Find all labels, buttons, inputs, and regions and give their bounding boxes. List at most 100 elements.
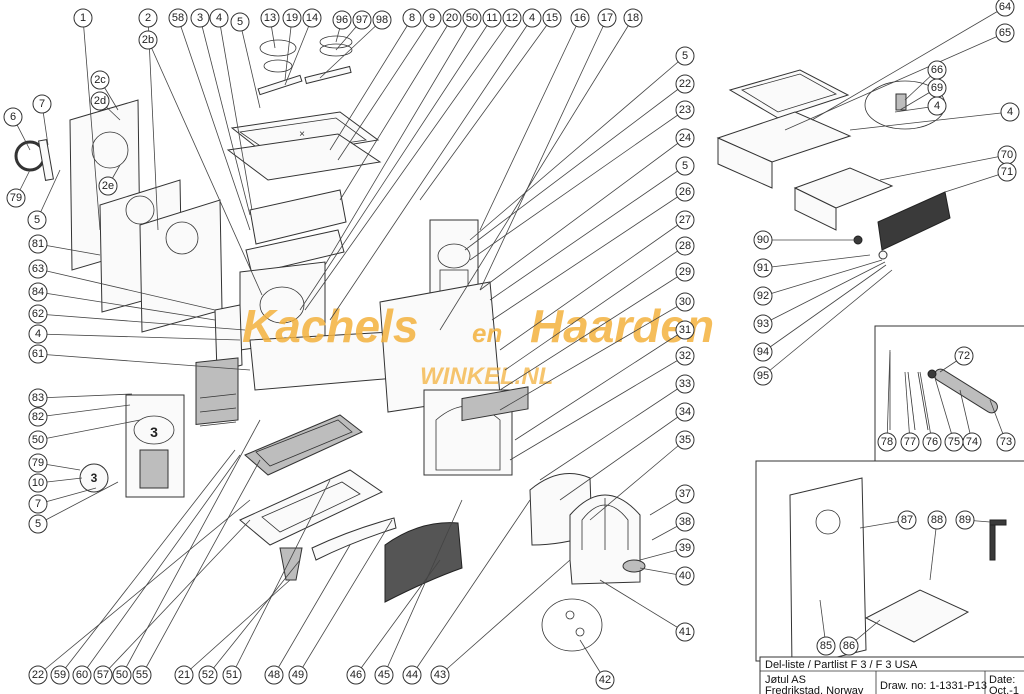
callout-label: 86 xyxy=(843,640,855,652)
leader-line xyxy=(383,499,463,676)
door-badge: 3 xyxy=(150,424,158,440)
callout-5: 5 xyxy=(230,12,250,32)
leader-line xyxy=(929,519,938,581)
callout-81: 81 xyxy=(28,234,48,254)
leader-line xyxy=(102,519,251,676)
callout-12: 12 xyxy=(502,8,522,28)
callout-18: 18 xyxy=(623,8,643,28)
callout-label: 76 xyxy=(926,436,938,448)
callout-label: 71 xyxy=(1001,166,1013,178)
callout-2e: 2e xyxy=(98,176,118,196)
callout-28: 28 xyxy=(675,236,695,256)
callout-4: 4 xyxy=(28,324,48,344)
callout-30: 30 xyxy=(675,292,695,312)
top-plate-base xyxy=(226,133,382,181)
callout-label: 11 xyxy=(486,12,497,24)
callout-label: 82 xyxy=(32,411,44,423)
leader-line xyxy=(499,301,686,411)
callout-32: 32 xyxy=(675,346,695,366)
leader-line xyxy=(59,449,236,676)
callout-22: 22 xyxy=(28,665,48,685)
watermark-sub: WINKEL.NL xyxy=(420,363,553,390)
leader-line xyxy=(355,559,441,676)
callout-4: 4 xyxy=(209,8,229,28)
watermark-mid: en xyxy=(472,318,502,348)
callout-label: 22 xyxy=(679,78,691,90)
callout-label: 14 xyxy=(306,12,318,24)
callout-label: 4 xyxy=(1007,106,1013,118)
callout-label: 7 xyxy=(35,498,41,510)
callout-label: 27 xyxy=(679,214,691,226)
callout-label: 77 xyxy=(904,436,916,448)
leader-line xyxy=(762,264,887,353)
callout-78: 78 xyxy=(877,432,897,452)
watermark: Kachels en Haarden WINKEL.NL xyxy=(242,300,714,390)
callout-label: 69 xyxy=(931,82,943,94)
svg-text:×: × xyxy=(299,129,305,140)
leader-line xyxy=(37,313,246,331)
callout-45: 45 xyxy=(374,665,394,685)
leader-line xyxy=(589,439,686,521)
callout-70: 70 xyxy=(997,145,1017,165)
flue-collar xyxy=(319,35,353,57)
title-block: Del-liste / Partlist F 3 / F 3 USA Jøtul… xyxy=(759,656,1024,694)
leader-lines xyxy=(12,6,1011,681)
callout-label: 57 xyxy=(97,669,109,681)
leader-line xyxy=(762,261,886,325)
leader-line xyxy=(207,559,301,676)
leader-line xyxy=(37,481,119,525)
leader-line xyxy=(231,479,331,676)
leader-line xyxy=(411,499,531,676)
company-name: Jøtul AS xyxy=(765,674,806,686)
callout-2c: 2c xyxy=(90,70,110,90)
leader-line xyxy=(762,269,893,377)
callout-58: 58 xyxy=(168,8,188,28)
callout-39: 39 xyxy=(675,538,695,558)
log-retainer xyxy=(461,386,529,422)
callout-85: 85 xyxy=(816,636,836,656)
leader-line xyxy=(419,17,553,201)
callout-label: 43 xyxy=(434,669,446,681)
leader-line xyxy=(499,271,686,391)
callout-57: 57 xyxy=(93,665,113,685)
callout-93: 93 xyxy=(753,314,773,334)
callout-55: 55 xyxy=(132,665,152,685)
callout-label: 39 xyxy=(679,542,691,554)
handle-rod xyxy=(38,139,54,181)
callout-label: 19 xyxy=(286,12,298,24)
callout-97: 97 xyxy=(352,10,372,30)
callout-35: 35 xyxy=(675,430,695,450)
date-label: Date: xyxy=(989,674,1015,686)
callout-88: 88 xyxy=(927,510,947,530)
leader-line xyxy=(147,17,159,231)
leader-line xyxy=(489,165,686,301)
callout-label: 16 xyxy=(574,12,586,24)
callout-86: 86 xyxy=(839,636,859,656)
leader-line xyxy=(121,419,261,676)
leader-line xyxy=(37,404,131,418)
leader-line xyxy=(329,17,413,151)
callout-label: 5 xyxy=(35,518,41,530)
callout-label: 95 xyxy=(757,370,769,382)
callout-label: 18 xyxy=(627,12,639,24)
callout-69: 69 xyxy=(927,78,947,98)
callout-71: 71 xyxy=(997,162,1017,182)
callout-label: 98 xyxy=(376,14,388,26)
leader-line xyxy=(37,393,133,399)
callout-89: 89 xyxy=(955,510,975,530)
company-city: Fredrikstad, Norway xyxy=(765,685,864,694)
callout-label: 4 xyxy=(35,328,41,340)
callout-48: 48 xyxy=(264,665,284,685)
callout-label: 1 xyxy=(80,12,86,24)
leader-line xyxy=(37,419,141,441)
callout-label: 3 xyxy=(197,12,203,24)
callout-label: 46 xyxy=(350,669,362,681)
callout-label: 9 xyxy=(429,12,435,24)
leader-line xyxy=(944,171,1008,193)
callout-17: 17 xyxy=(597,8,617,28)
door-hinge-detail xyxy=(541,598,603,652)
leader-line xyxy=(37,499,251,676)
ash-drawer xyxy=(793,167,894,231)
callout-83: 83 xyxy=(28,388,48,408)
callout-label: 4 xyxy=(934,100,940,112)
